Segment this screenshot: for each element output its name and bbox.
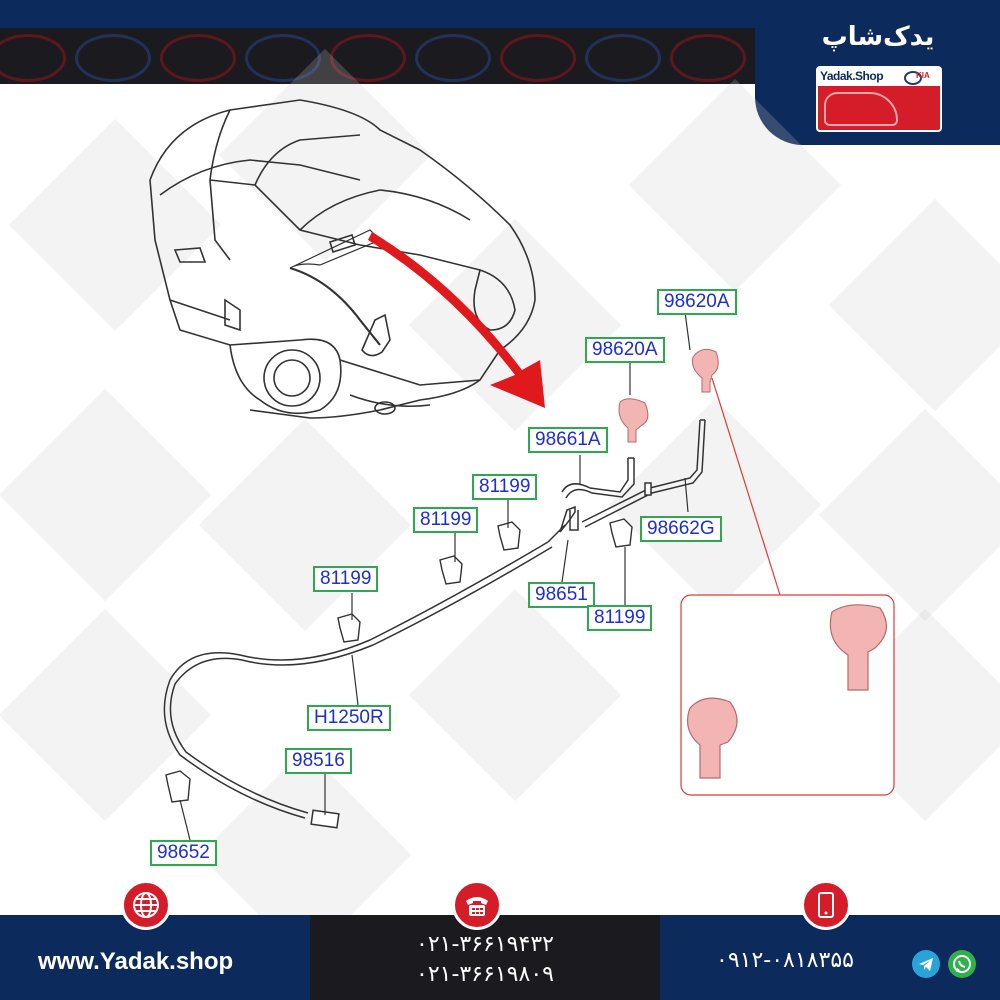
part-label-98620a-upper: 98620A [657,289,737,315]
washer-diagram [149,99,895,841]
logo-strip [0,28,760,84]
brand-logo: Yadak.Shop KIA [816,66,942,132]
part-label-h1250r: H1250R [307,705,391,731]
part-label-98620a: 98620A [585,337,665,363]
brand-title: یدک‌شاپ [821,22,935,52]
leader-lines [179,311,691,841]
brand-name: Yadak.Shop [820,69,884,83]
part-label-81199-d: 81199 [587,605,653,631]
part-label-98662g: 98662G [640,516,722,542]
part-label-98516: 98516 [285,748,352,774]
part-label-81199-a: 81199 [472,474,538,500]
phone-number-2[interactable]: ۰۲۱-۳۶۶۱۹۸۰۹ [416,962,554,987]
washer-nozzles [618,348,719,443]
website-link[interactable]: www.Yadak.shop [38,948,234,975]
pointer-arrow [368,232,545,408]
mobile-number[interactable]: ۰۹۱۲-۰۸۱۸۳۵۵ [716,948,854,973]
nozzle-detail-enlarged [687,604,887,779]
callout-leader [711,377,781,596]
hose-lines [163,419,706,829]
telephone-icon [452,880,502,930]
part-label-98661a: 98661A [528,427,608,453]
kia-logo-text: KIA [916,71,930,80]
part-label-98652: 98652 [150,840,217,866]
telegram-icon[interactable] [912,950,940,978]
mobile-phone-icon [801,880,851,930]
part-label-98651: 98651 [528,582,595,608]
part-label-81199-b: 81199 [413,507,479,533]
whatsapp-icon[interactable] [948,950,976,978]
car-illustration [149,99,536,419]
part-label-81199-c: 81199 [313,566,379,592]
hyundai-logo-icon [904,71,922,85]
phone-number-1[interactable]: ۰۲۱-۳۶۶۱۹۴۳۲ [416,932,554,957]
hose-clips [165,518,633,803]
globe-icon [121,880,171,930]
